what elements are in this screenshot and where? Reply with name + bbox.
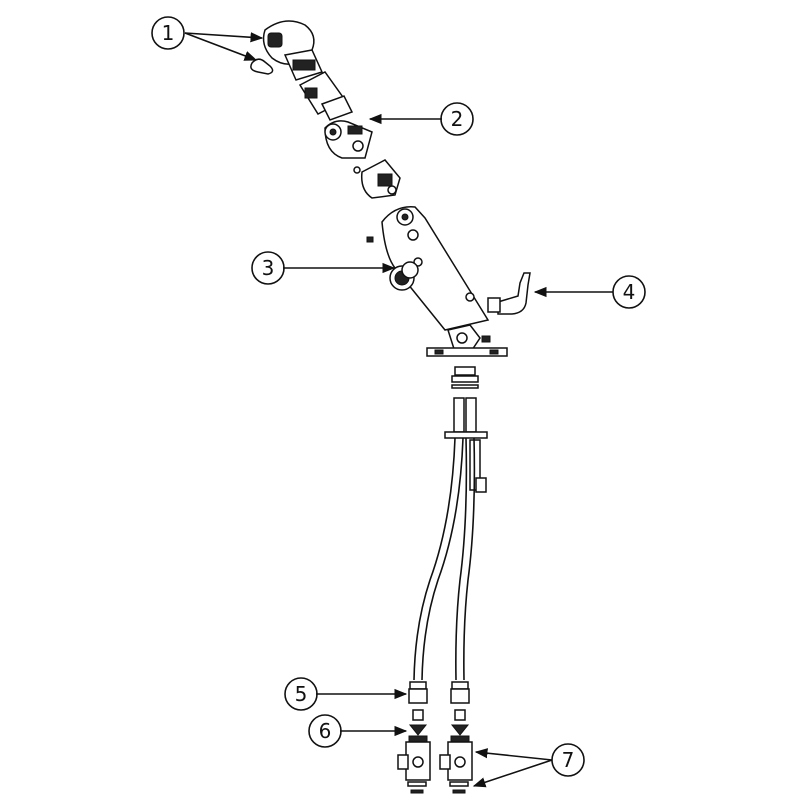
- hose-nuts: [408, 681, 470, 704]
- small-clip: [250, 58, 274, 75]
- sensor-cap: [262, 20, 324, 81]
- parts-drawing: [250, 20, 531, 794]
- callout-2: 2: [440, 102, 474, 136]
- callout-3: 3: [251, 251, 285, 285]
- angle-valves: [397, 741, 473, 794]
- flexible-hoses: [413, 437, 476, 681]
- spout-body: [366, 206, 490, 331]
- check-valve-filters: [408, 724, 470, 743]
- callout-6: 6: [308, 714, 342, 748]
- aerator: [389, 261, 419, 291]
- callout-5-label: 5: [295, 682, 308, 706]
- callout-4: 4: [612, 275, 646, 309]
- callout-2-label: 2: [451, 107, 464, 131]
- valve-assembly: [298, 71, 401, 199]
- callout-5: 5: [284, 677, 318, 711]
- callout-1: 1: [151, 16, 185, 50]
- leader-lines: [184, 32, 613, 788]
- callout-3-label: 3: [262, 256, 275, 280]
- mounting-base: [426, 324, 508, 389]
- washers: [412, 709, 466, 721]
- elbow-fitting: [487, 272, 531, 315]
- callout-1-label: 1: [162, 21, 175, 45]
- callout-6-label: 6: [319, 719, 332, 743]
- callout-7-label: 7: [562, 748, 575, 772]
- callout-7: 7: [551, 743, 585, 777]
- callout-4-label: 4: [623, 280, 636, 304]
